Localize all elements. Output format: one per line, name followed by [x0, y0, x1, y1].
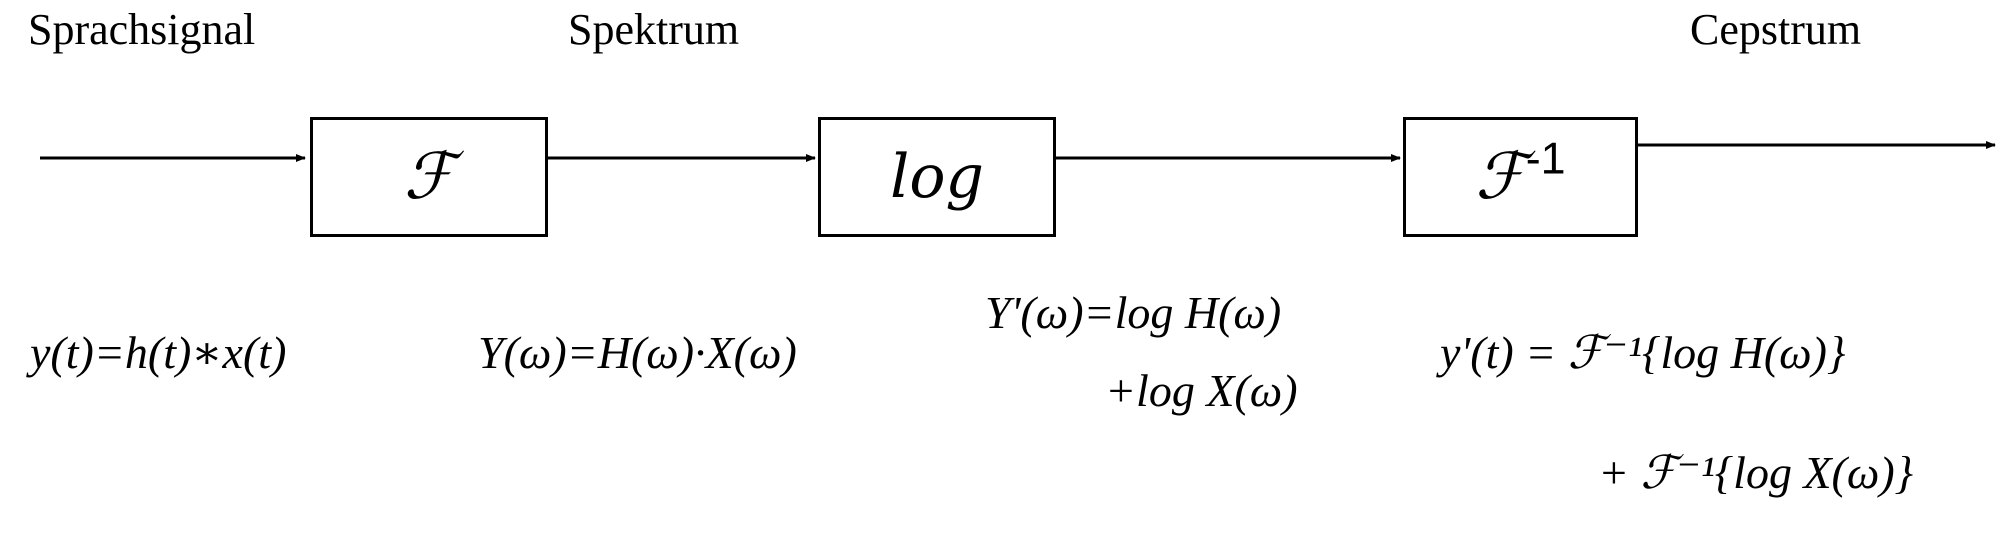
fourier-transform-block: ℱ — [310, 117, 548, 237]
inverse-fourier-symbol: ℱ-1 — [1475, 136, 1565, 214]
label-spektrum: Spektrum — [568, 5, 740, 54]
log-symbol: log — [890, 142, 984, 212]
eq-spectrum: Y(ω)=H(ω)·X(ω) — [478, 327, 797, 378]
log-block: log — [818, 117, 1056, 237]
inverse-fourier-block: ℱ-1 — [1403, 117, 1638, 237]
eq-log-line1: Y'(ω)=log H(ω) — [985, 287, 1282, 338]
inverse-exponent: -1 — [1525, 133, 1566, 184]
eq-cepstrum-line1: y'(t) = ℱ⁻¹{log H(ω)} — [1440, 327, 1846, 378]
inverse-fourier-f: ℱ — [1475, 141, 1526, 212]
eq-time-domain: y(t)=h(t)∗x(t) — [30, 327, 287, 378]
eq-log-line2: +log X(ω) — [1105, 365, 1298, 416]
fourier-symbol: ℱ — [403, 141, 455, 212]
label-cepstrum: Cepstrum — [1690, 5, 1862, 54]
label-sprachsignal: Sprachsignal — [28, 5, 256, 54]
eq-cepstrum-line2: + ℱ⁻¹{log X(ω)} — [1598, 447, 1914, 498]
